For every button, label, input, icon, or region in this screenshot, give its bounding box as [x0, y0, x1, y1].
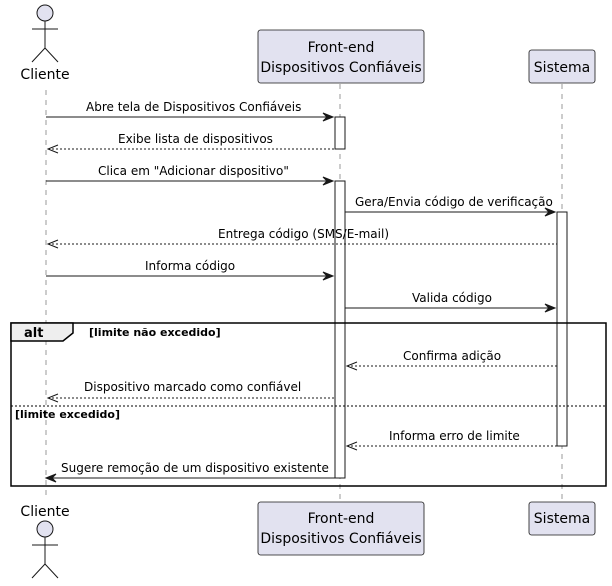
- arrow-head-icon: [544, 207, 557, 217]
- arrow-head-icon: [46, 144, 59, 154]
- message-9: Dispositivo marcado como confiável: [46, 380, 335, 403]
- participant-label-cliente: Cliente: [20, 504, 69, 520]
- alt-tab: [10, 322, 74, 342]
- message-2: Exibe lista de dispositivos: [46, 132, 335, 154]
- participant-label-cliente: Cliente: [20, 67, 69, 83]
- participant-cliente-bottom: Cliente: [20, 504, 70, 579]
- arrow-head-icon: [544, 303, 557, 313]
- arrow-head-icon: [44, 473, 57, 483]
- participant-box-frontend: [257, 501, 425, 556]
- message-label: Informa erro de limite: [389, 429, 520, 443]
- participant-sistema-top: Sistema: [528, 49, 596, 84]
- participant-box-sistema: [528, 49, 596, 84]
- actor-icon: [31, 4, 59, 63]
- participant-box-frontend: [257, 29, 425, 84]
- alt-fragment: alt [limite não excedido] [limite excedi…: [10, 322, 607, 487]
- participant-frontend-bottom: Front-end Dispositivos Confiáveis: [257, 501, 425, 556]
- participant-label-frontend-line2: Dispositivos Confiáveis: [260, 531, 421, 547]
- message-6: Informa código: [46, 259, 335, 281]
- arrow-head-icon: [46, 393, 59, 403]
- participant-box-sistema: [528, 501, 596, 536]
- arrow-head-icon: [345, 361, 358, 371]
- message-label: Abre tela de Dispositivos Confiáveis: [86, 100, 301, 114]
- message-8: Confirma adição: [345, 349, 557, 371]
- arrow-head-icon: [322, 176, 335, 186]
- alt-frame: [10, 322, 607, 487]
- participant-label-sistema: Sistema: [534, 60, 590, 76]
- arrow-head-icon: [46, 239, 59, 249]
- message-label: Exibe lista de dispositivos: [118, 132, 273, 146]
- alt-guard-2: [limite excedido]: [15, 408, 120, 421]
- arrow-head-icon: [322, 271, 335, 281]
- message-11: Sugere remoção de um dispositivo existen…: [44, 461, 335, 483]
- message-label: Sugere remoção de um dispositivo existen…: [61, 461, 329, 475]
- message-label: Valida código: [412, 291, 492, 305]
- arrow-head-icon: [322, 112, 335, 122]
- message-3: Clica em "Adicionar dispositivo": [46, 164, 335, 186]
- alt-guard-1: [limite não excedido]: [89, 326, 221, 339]
- participant-label-frontend-line1: Front-end: [308, 40, 375, 56]
- activation-sistema: [556, 211, 568, 447]
- message-label: Entrega código (SMS/E-mail): [218, 227, 389, 241]
- activation-frontend-2: [334, 180, 346, 479]
- message-1: Abre tela de Dispositivos Confiáveis: [46, 100, 335, 122]
- participant-label-frontend-line2: Dispositivos Confiáveis: [260, 60, 421, 76]
- message-label: Informa código: [145, 259, 235, 273]
- message-7: Valida código: [345, 291, 557, 313]
- alt-keyword: alt: [24, 326, 43, 341]
- activation-frontend-1: [334, 116, 346, 150]
- message-10: Informa erro de limite: [345, 429, 557, 451]
- message-label: Confirma adição: [403, 349, 501, 363]
- participant-label-sistema: Sistema: [534, 511, 590, 527]
- actor-icon: [31, 520, 59, 579]
- participant-sistema-bottom: Sistema: [528, 501, 596, 536]
- participant-label-frontend-line1: Front-end: [308, 511, 375, 527]
- message-label: Gera/Envia código de verificação: [355, 195, 553, 209]
- message-5: Entrega código (SMS/E-mail): [46, 227, 557, 249]
- message-label: Dispositivo marcado como confiável: [84, 380, 301, 394]
- arrow-head-icon: [345, 441, 358, 451]
- participant-cliente-top: Cliente: [20, 4, 70, 83]
- message-4: Gera/Envia código de verificação: [345, 195, 557, 217]
- message-label: Clica em "Adicionar dispositivo": [98, 164, 289, 178]
- participant-frontend-top: Front-end Dispositivos Confiáveis: [257, 29, 425, 84]
